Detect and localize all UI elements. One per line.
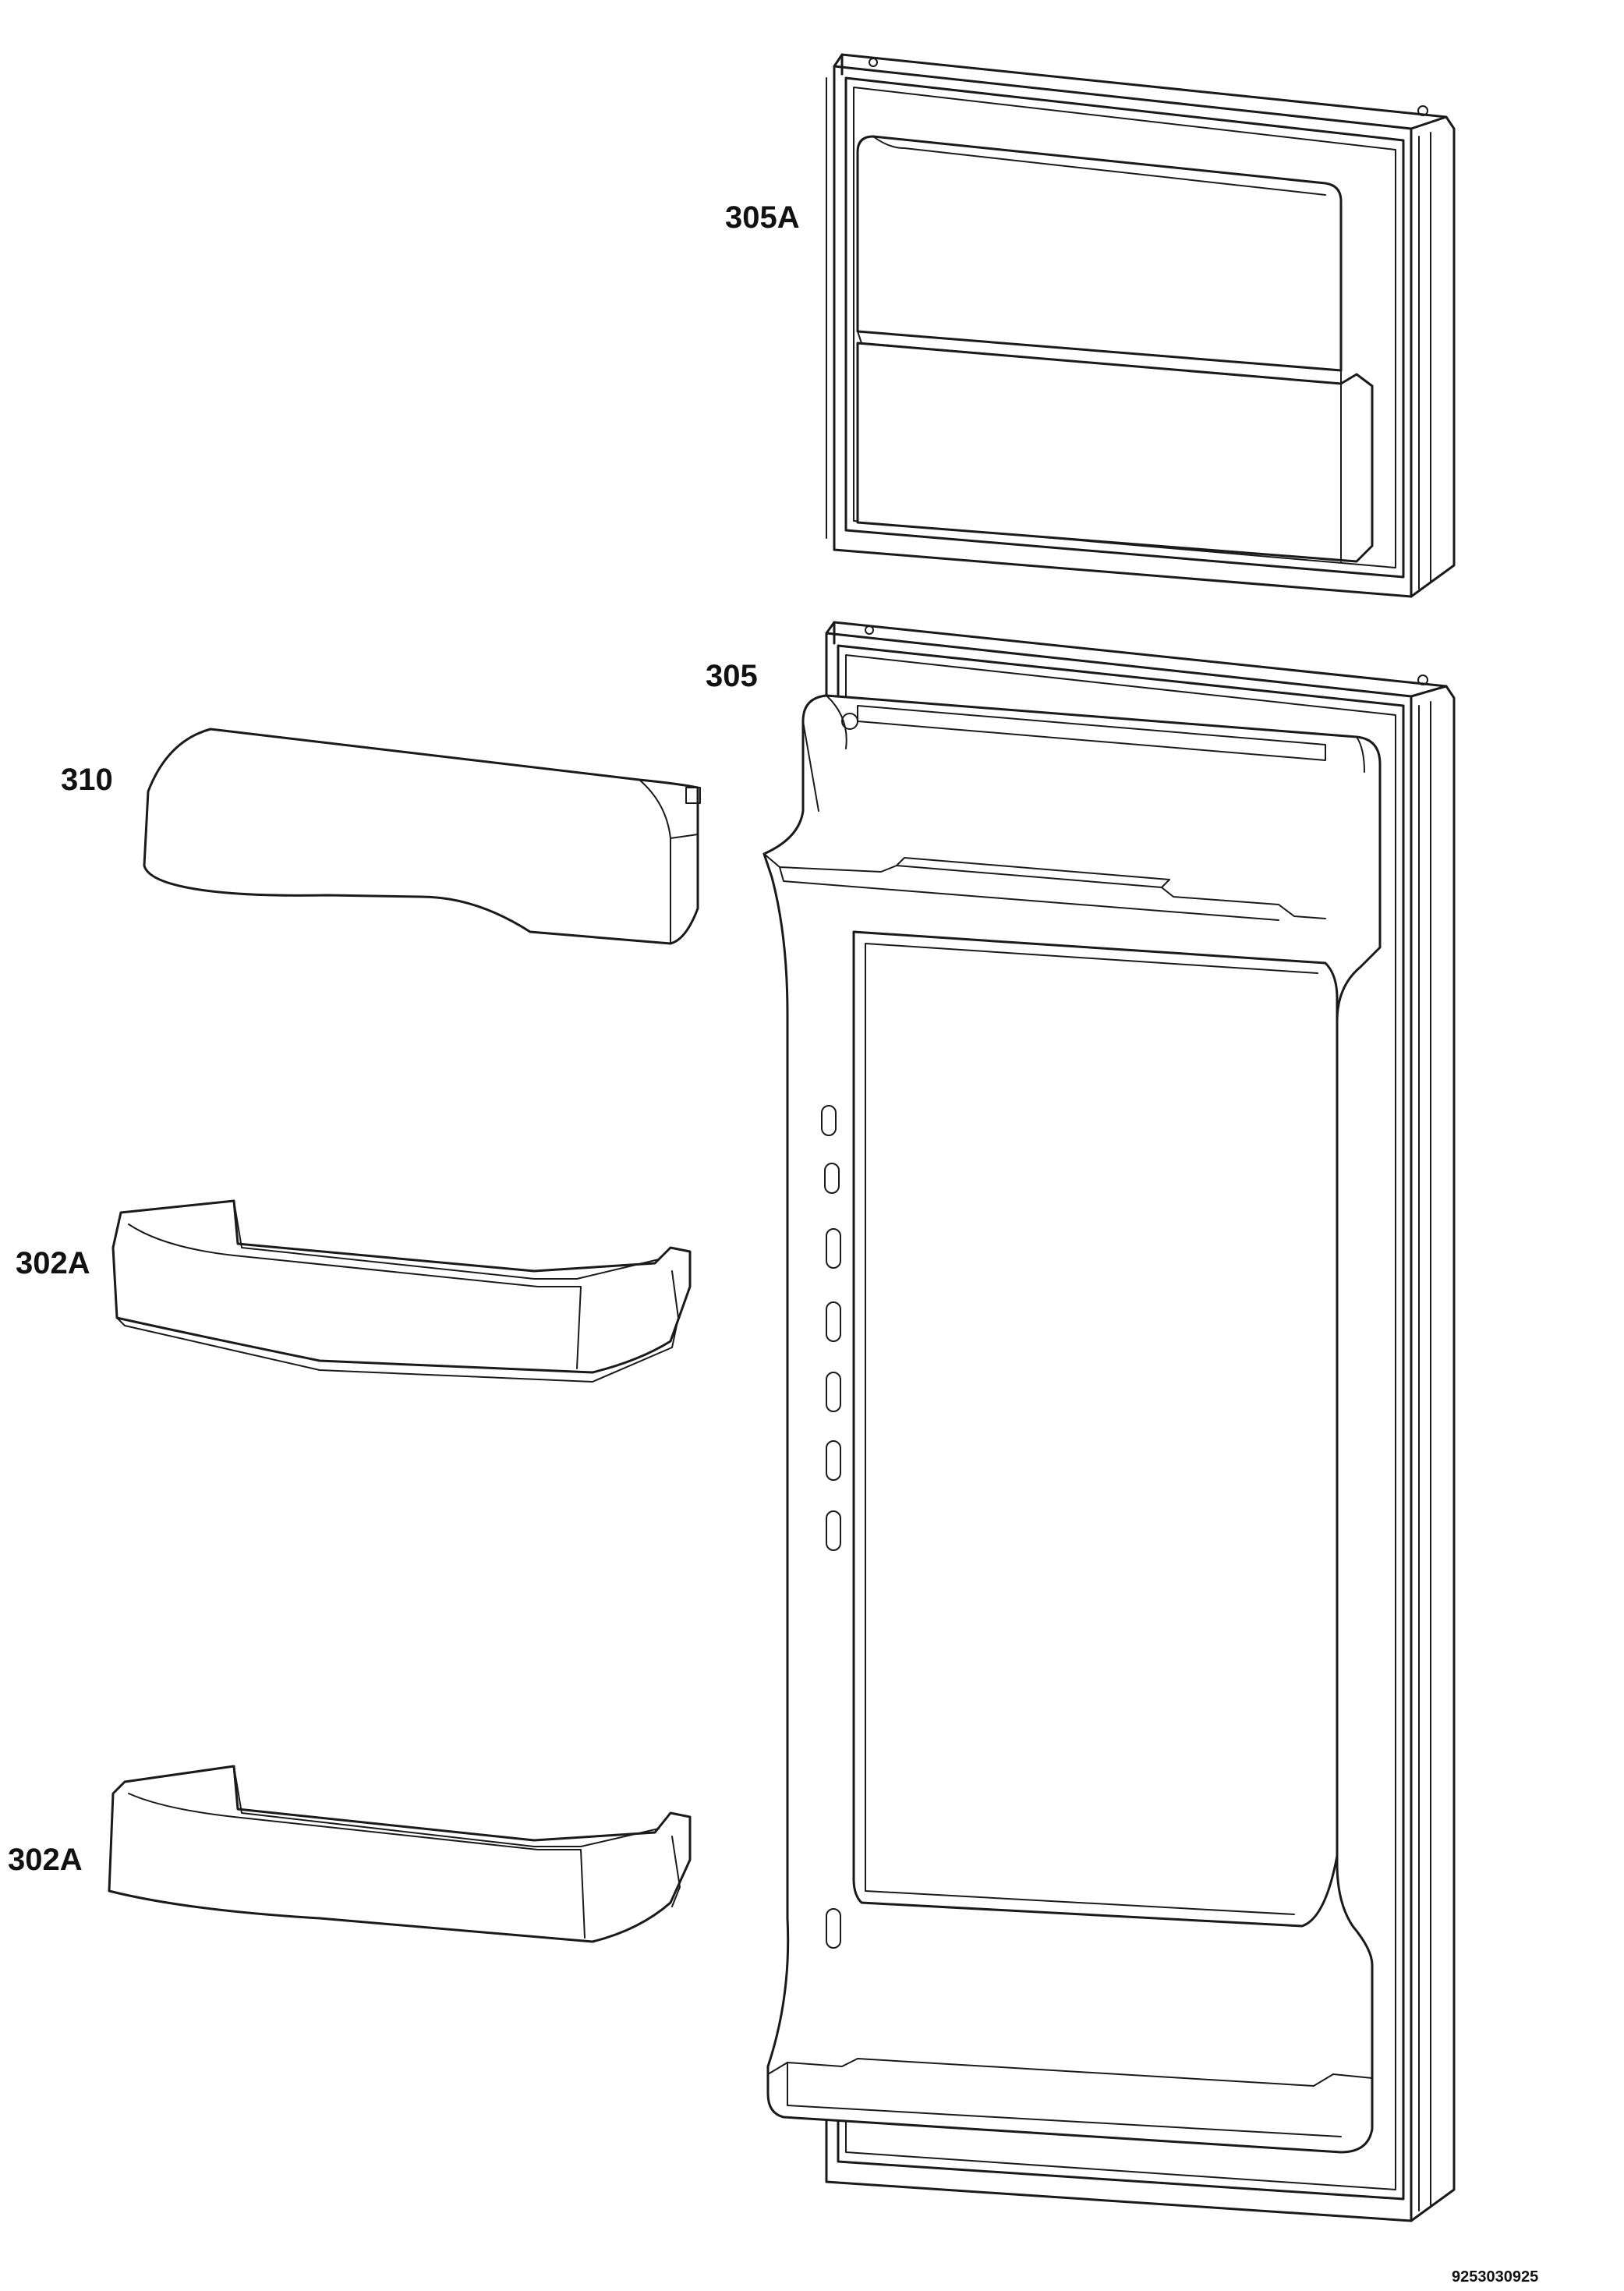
bottle-shelf-302A-lower: 302A (8, 1765, 692, 1943)
label-305A: 305A (725, 200, 800, 235)
shelf-slots (821, 1105, 841, 1949)
drawing-number: 9253030925 (1452, 2268, 1538, 2286)
freezer-door-305A: 305A (725, 53, 1456, 598)
label-302A-lower: 302A (8, 1843, 83, 1877)
dairy-cover-310: 310 (61, 728, 701, 945)
label-305: 305 (706, 659, 758, 693)
bottle-shelf-302A-upper: 302A (16, 1199, 692, 1383)
fridge-door-305: 305 (706, 621, 1456, 2222)
label-302A-upper: 302A (16, 1246, 90, 1280)
label-310: 310 (61, 763, 113, 797)
